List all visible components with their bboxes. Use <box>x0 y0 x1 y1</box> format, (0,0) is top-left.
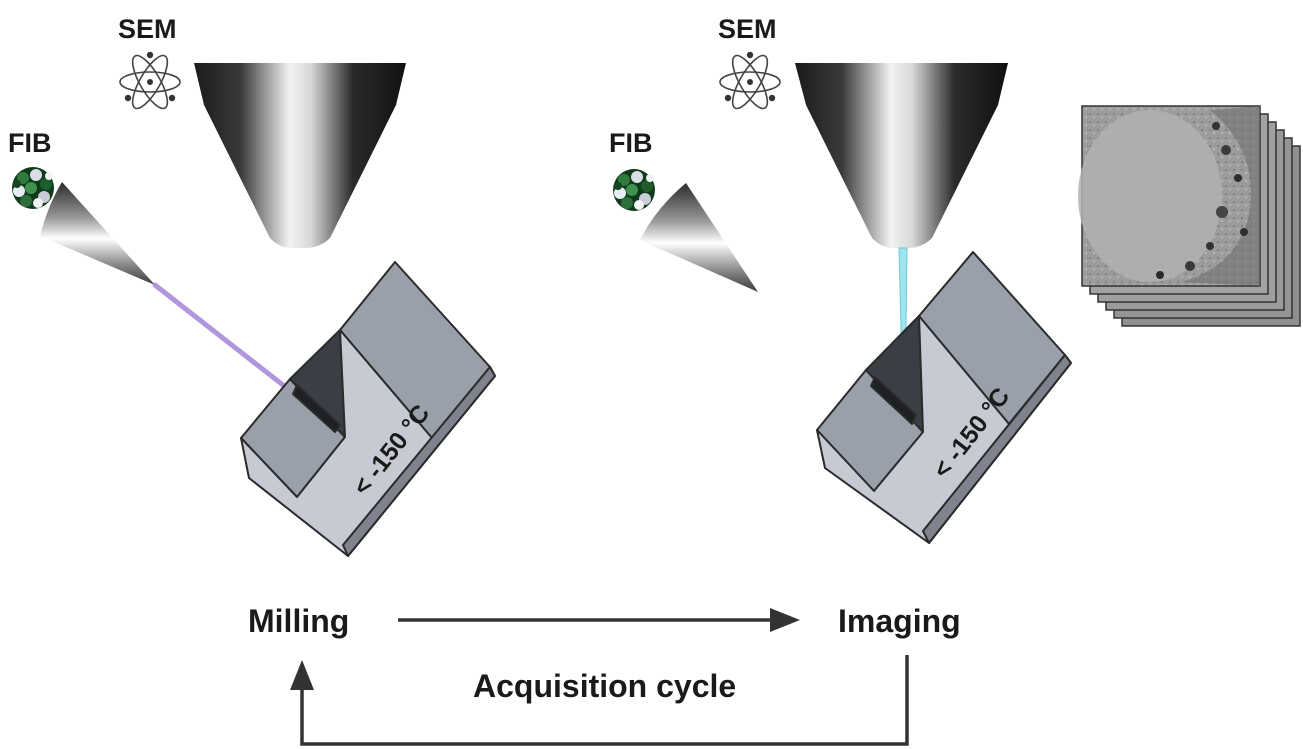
imaging-to-milling-arrowhead <box>290 660 314 690</box>
left-sem-label: SEM <box>118 14 177 44</box>
em-slice-image <box>1078 105 1261 287</box>
left-panel: SEM FIB < -150 °C <box>8 14 496 557</box>
right-sample-block <box>816 251 1072 544</box>
left-fib-label: FIB <box>8 128 52 158</box>
imaging-label: Imaging <box>838 603 961 639</box>
cycle-label: Acquisition cycle <box>473 668 736 704</box>
right-sem-column-icon <box>795 63 1008 248</box>
left-sem-column-icon <box>194 63 406 248</box>
imaging-to-milling-arrow <box>300 655 909 746</box>
right-fib-label: FIB <box>609 128 653 158</box>
left-fib-gun-icon <box>40 182 155 285</box>
acquisition-cycle: Milling Imaging Acquisition cycle <box>248 603 961 746</box>
left-fib-ion-icon <box>12 167 54 209</box>
right-fib-ion-icon <box>613 169 655 211</box>
right-fib-gun-icon <box>640 183 758 292</box>
milling-label: Milling <box>248 603 349 639</box>
right-panel: SEM FIB < -150 °C <box>609 14 1301 544</box>
image-stack <box>1078 105 1301 327</box>
right-sem-label: SEM <box>718 14 777 44</box>
left-sem-atom-icon <box>119 50 181 114</box>
right-sem-atom-icon <box>719 50 781 114</box>
left-sample-block <box>240 261 496 557</box>
milling-to-imaging-arrowhead <box>770 608 800 632</box>
